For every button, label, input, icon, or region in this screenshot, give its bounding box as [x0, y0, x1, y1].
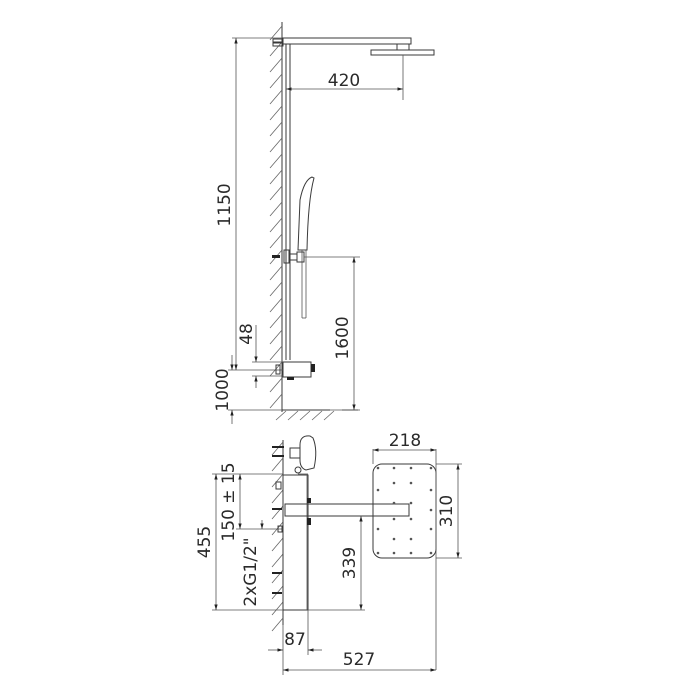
dim-48-label: 48 [237, 323, 257, 345]
dim-overall-height: 455 [195, 473, 283, 611]
dim-handshower-height: 1600 [304, 256, 360, 411]
dim-head-width: 218 [372, 431, 437, 670]
top-view: 218 310 150 ± 15 2xG1/2" 455 [195, 431, 462, 675]
dim-150-label: 150 ± 15 [219, 462, 239, 541]
dim-1000-label: 1000 [213, 368, 233, 411]
shower-head-plate [372, 463, 437, 559]
wall-hatch [269, 22, 358, 421]
connection-label: 2xG1/2" [241, 537, 261, 606]
dim-inlet-spacing: 150 ± 15 [219, 462, 283, 542]
dim-218-label: 218 [389, 431, 421, 451]
dim-wall-offset: 87 [268, 610, 322, 675]
dim-connection: 2xG1/2" [241, 520, 264, 607]
dim-total-depth: 527 [283, 650, 436, 672]
mixer-valve [270, 361, 315, 380]
dim-column-height: 1150 [215, 37, 282, 370]
wall-hatch-top [271, 440, 284, 632]
dim-head-depth: 310 [436, 463, 462, 559]
dim-87-label: 87 [284, 630, 306, 650]
dim-339-label: 339 [340, 547, 360, 579]
dim-arm-reach: 420 [286, 71, 403, 91]
dim-mixer-offset: 48 [237, 323, 283, 388]
dim-310-label: 310 [437, 495, 457, 527]
hand-shower [272, 176, 315, 319]
nozzle-dots [376, 466, 433, 555]
dim-1600-label: 1600 [333, 316, 353, 359]
dim-420-label: 420 [328, 71, 360, 91]
dim-455-label: 455 [195, 526, 215, 558]
dim-arm-height: 339 [308, 516, 365, 611]
dim-mixer-height: 1000 [213, 355, 282, 424]
shower-column [272, 37, 435, 360]
side-view: 420 1150 1600 48 1000 [213, 22, 435, 424]
dim-1150-label: 1150 [215, 183, 235, 226]
dim-527-label: 527 [343, 650, 375, 670]
column-top-body [270, 435, 410, 611]
